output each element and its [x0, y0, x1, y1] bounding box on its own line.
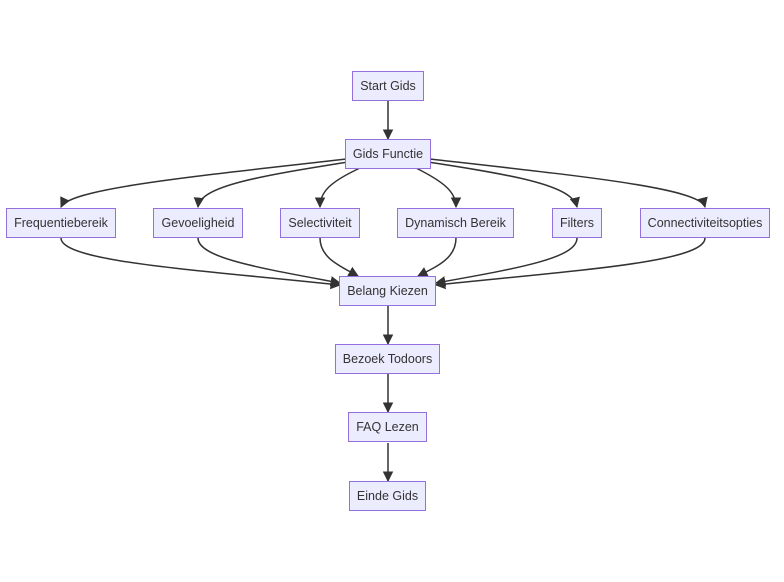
- edge-functie-to-filters: [427, 161, 580, 209]
- node-dynamisch-bereik: Dynamisch Bereik: [397, 208, 514, 238]
- edge-selectiviteit-to-belang: [319, 237, 359, 277]
- edge-functie-to-dynamisch: [415, 167, 462, 209]
- node-belang-kiezen: Belang Kiezen: [339, 276, 436, 306]
- edge-gevoeligheid-to-belang: [197, 237, 342, 287]
- node-filters: Filters: [552, 208, 602, 238]
- node-start-gids: Start Gids: [352, 71, 424, 101]
- node-gids-functie: Gids Functie: [345, 139, 431, 169]
- node-connectiviteitsopties: Connectiviteitsopties: [640, 208, 770, 238]
- node-bezoek-todoors: Bezoek Todoors: [335, 344, 440, 374]
- node-faq-lezen: FAQ Lezen: [348, 412, 427, 442]
- edge-connectiviteit-to-belang: [434, 237, 706, 290]
- edge-functie-to-gevoeligheid: [193, 161, 349, 209]
- edge-frequentie-to-belang: [60, 237, 342, 290]
- edge-functie-to-selectiviteit: [314, 167, 361, 209]
- edge-functie-to-frequentie: [60, 158, 347, 208]
- node-einde-gids: Einde Gids: [349, 481, 426, 511]
- edge-dynamisch-to-belang: [417, 237, 457, 277]
- node-gevoeligheid: Gevoeligheid: [153, 208, 243, 238]
- edge-filters-to-belang: [434, 237, 578, 287]
- node-selectiviteit: Selectiviteit: [280, 208, 360, 238]
- node-frequentiebereik: Frequentiebereik: [6, 208, 116, 238]
- edge-functie-to-connectiviteit: [429, 158, 708, 209]
